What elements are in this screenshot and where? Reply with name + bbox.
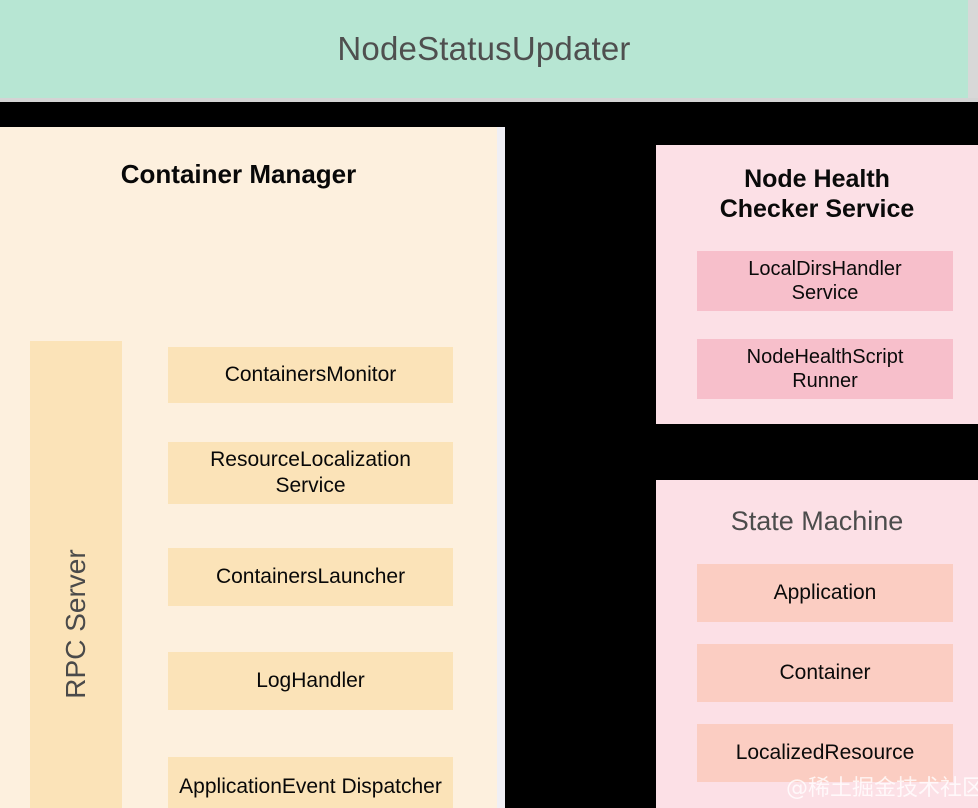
header-right-edge xyxy=(968,0,978,98)
component-box-containers-monitor: ContainersMonitor xyxy=(168,347,453,403)
rpc-server-label: RPC Server xyxy=(60,549,91,699)
component-box-container: Container xyxy=(697,644,953,702)
component-box-containers-launcher: ContainersLauncher xyxy=(168,548,453,606)
container-manager-right-edge xyxy=(497,127,505,808)
page-title: NodeStatusUpdater xyxy=(337,30,631,67)
component-box-node-health-script-runner: NodeHealthScript Runner xyxy=(697,339,953,399)
watermark: @稀土掘金技术社区 xyxy=(786,776,978,801)
node-health-checker-panel: Node Health Checker Service LocalDirsHan… xyxy=(656,145,978,424)
container-manager-title: Container Manager xyxy=(120,159,357,189)
header-bottom-edge xyxy=(0,98,978,102)
state-machine-title: State Machine xyxy=(730,506,904,536)
component-box-log-handler: LogHandler xyxy=(168,652,453,710)
container-manager-panel: Container Manager RPC Server ContainersM… xyxy=(0,127,497,808)
rpc-server-box: RPC Server xyxy=(30,341,122,808)
node-status-updater-header: NodeStatusUpdater xyxy=(0,0,968,98)
component-box-resource-localization-service: ResourceLocalization Service xyxy=(168,442,453,504)
component-box-localized-resource: LocalizedResource xyxy=(697,724,953,782)
state-machine-panel: State Machine Application Container Loca… xyxy=(656,480,978,808)
component-box-application: Application xyxy=(697,564,953,622)
component-box-local-dirs-handler-service: LocalDirsHandler Service xyxy=(697,251,953,311)
component-box-application-event-dispatcher: ApplicationEvent Dispatcher xyxy=(168,757,453,808)
node-health-checker-title: Node Health Checker Service xyxy=(719,165,915,223)
